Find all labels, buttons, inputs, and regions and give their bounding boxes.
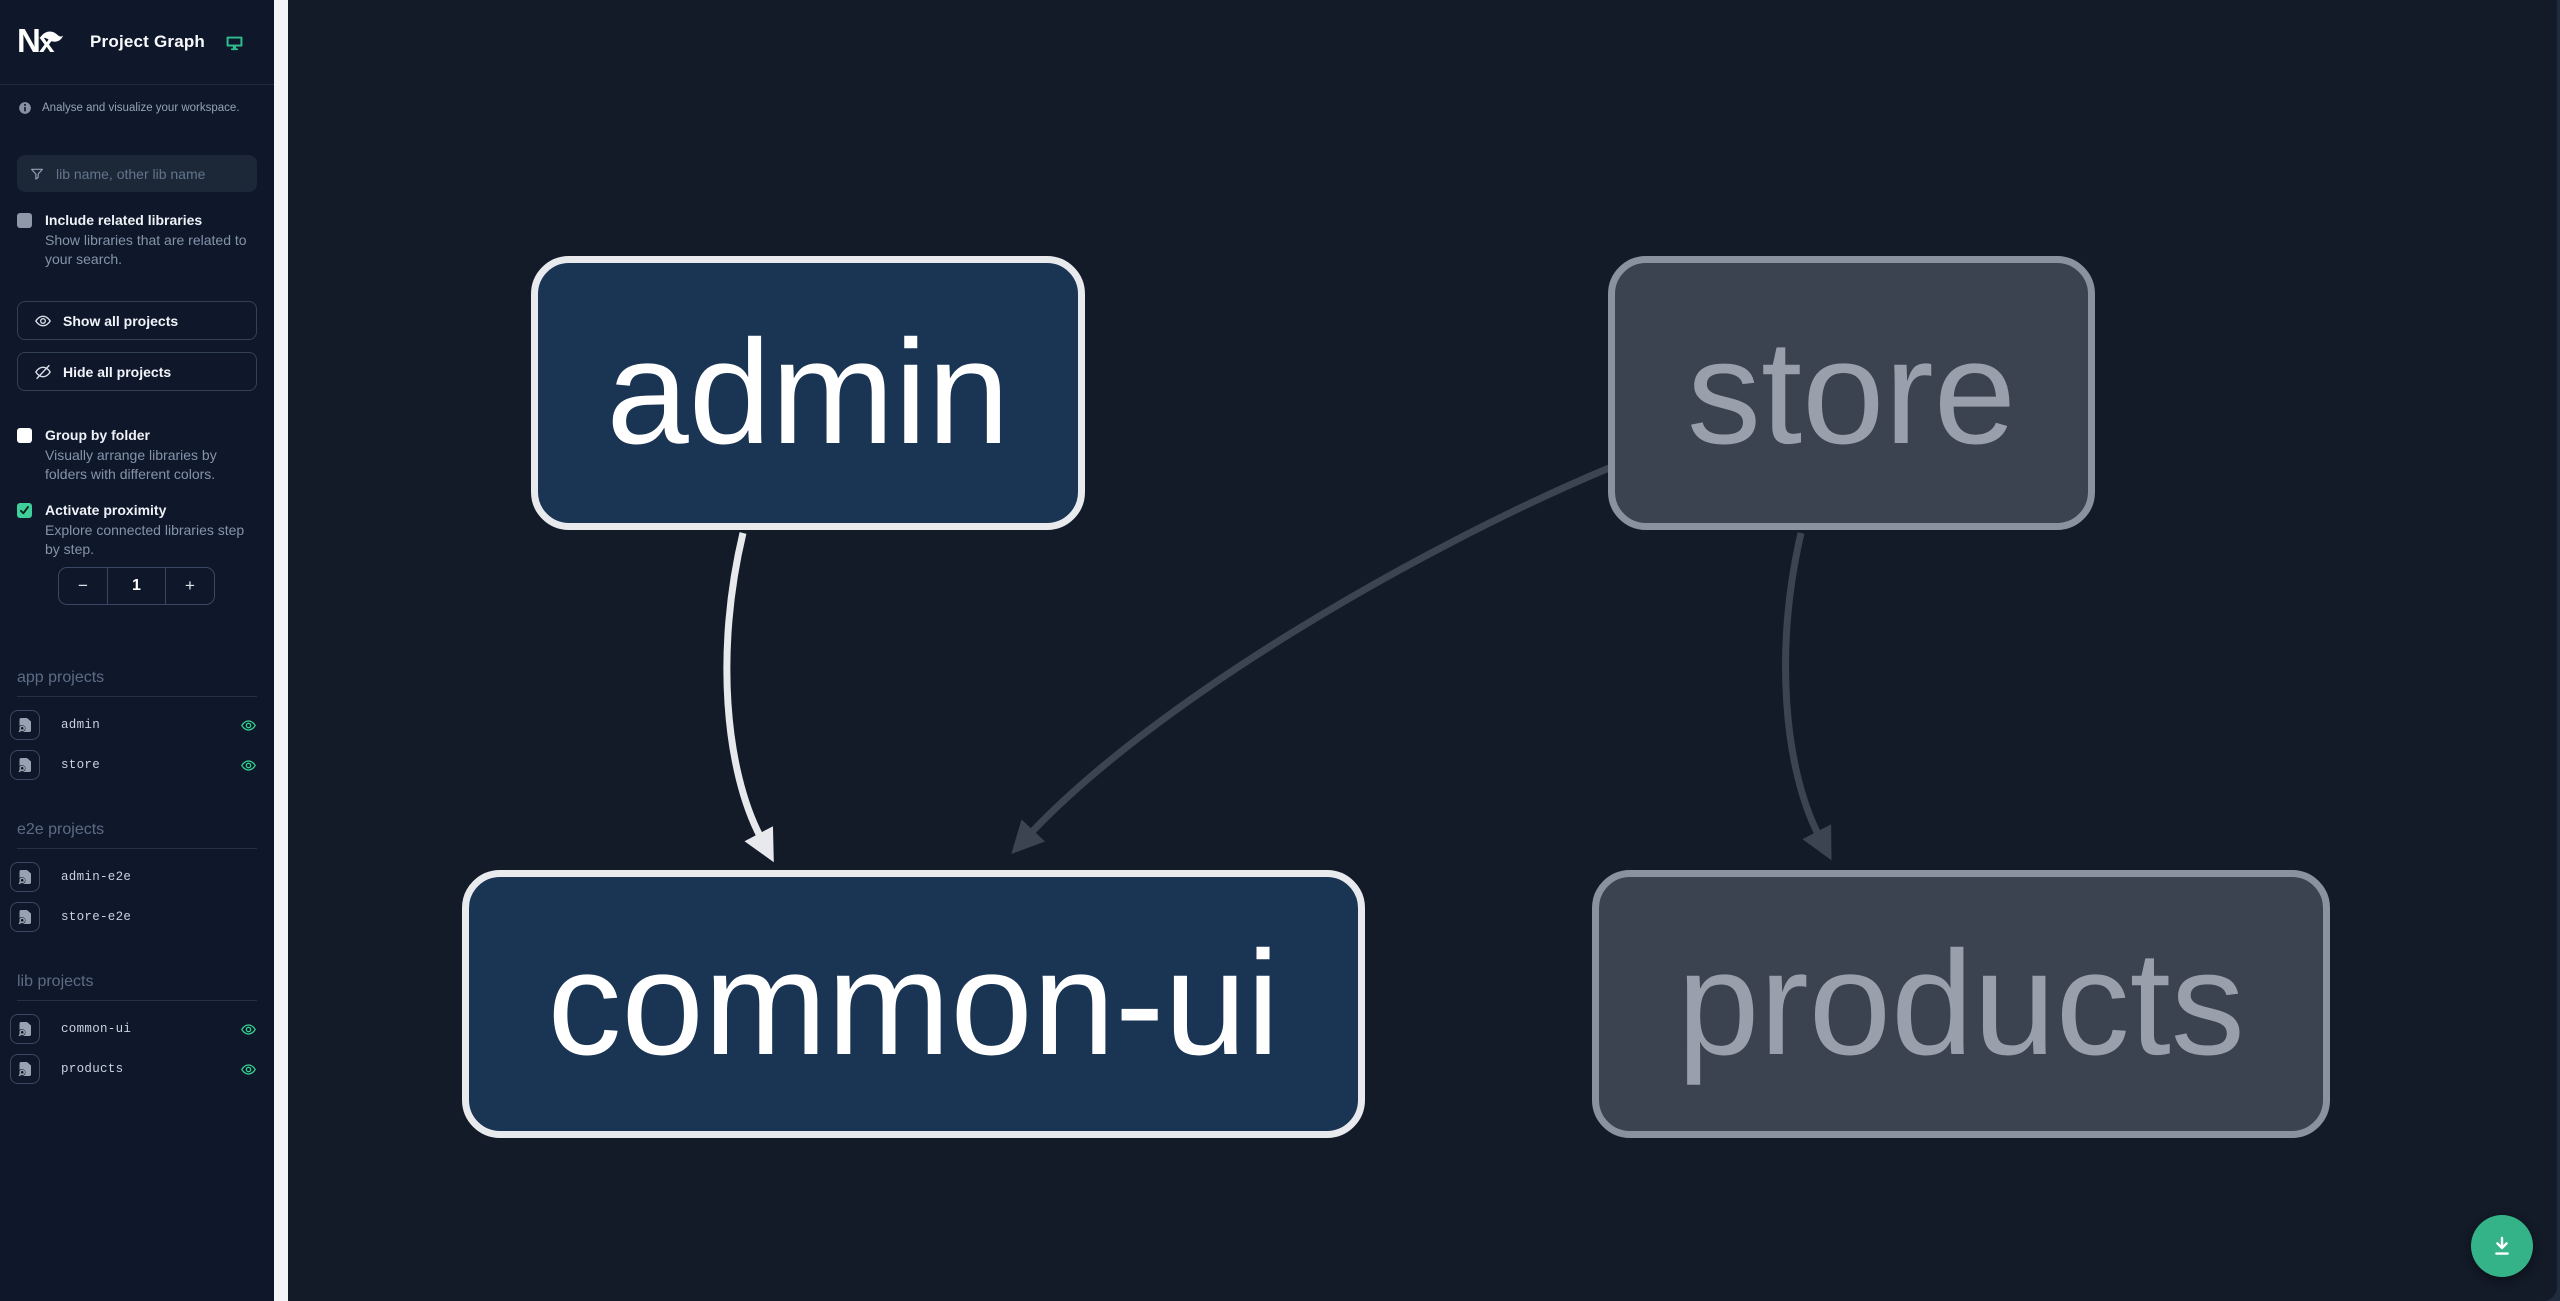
- graph-canvas[interactable]: admin store common-ui products: [288, 0, 2557, 1301]
- monitor-icon[interactable]: [225, 33, 244, 52]
- activate-proximity-checkbox[interactable]: [17, 502, 32, 518]
- proximity-increment-button[interactable]: +: [166, 568, 214, 604]
- focus-project-button[interactable]: [10, 902, 40, 932]
- section-e2e-projects: e2e projects admin-e2e: [10, 821, 257, 937]
- proximity-decrement-button[interactable]: −: [59, 568, 107, 604]
- focus-project-button[interactable]: [10, 1014, 40, 1044]
- focus-doc-icon: [18, 1022, 31, 1037]
- svg-text:x: x: [39, 27, 55, 58]
- edge-admin-common-ui: [723, 532, 774, 863]
- focus-doc-icon: [18, 910, 31, 925]
- focus-doc-icon: [18, 870, 31, 885]
- sidebar-header: N x Project Graph: [0, 0, 274, 85]
- graph-node-products[interactable]: products: [1592, 870, 2330, 1138]
- focus-project-button[interactable]: [10, 710, 40, 740]
- list-item-products: products: [10, 1049, 257, 1089]
- focus-project-button[interactable]: [10, 1054, 40, 1084]
- list-item-store-e2e: store-e2e: [10, 897, 257, 937]
- filter-icon: [31, 168, 43, 180]
- focus-doc-icon: [18, 718, 31, 733]
- list-item-admin-e2e: admin-e2e: [10, 857, 257, 897]
- proximity-value: 1: [107, 568, 166, 604]
- edges-layer: [723, 464, 1832, 863]
- graph-node-common-ui[interactable]: common-ui: [462, 870, 1365, 1138]
- toggle-visibility-eye-icon[interactable]: [240, 1021, 257, 1038]
- info-icon: [19, 102, 31, 114]
- proximity-stepper: − 1 +: [58, 567, 215, 605]
- group-by-folder-option: Group by folder Visually arrange librari…: [17, 427, 257, 484]
- eye-icon: [35, 315, 51, 326]
- toggle-visibility-eye-icon[interactable]: [240, 717, 257, 734]
- list-item-common-ui: common-ui: [10, 1009, 257, 1049]
- graph-node-admin[interactable]: admin: [531, 256, 1085, 530]
- include-related-option: Include related libraries Show libraries…: [17, 212, 257, 269]
- page-title: Project Graph: [90, 32, 206, 51]
- download-image-button[interactable]: [2471, 1215, 2533, 1277]
- sidebar-resize-handle[interactable]: [274, 0, 288, 1301]
- section-lib-projects: lib projects common-ui: [10, 973, 257, 1089]
- edge-store-products: [1782, 532, 1832, 861]
- sidebar: N x Project Graph Analyse and visualize …: [0, 0, 274, 1301]
- graph-node-store[interactable]: store: [1608, 256, 2095, 530]
- nx-logo: N x: [17, 26, 63, 58]
- search-input[interactable]: [56, 165, 245, 182]
- toggle-visibility-eye-icon[interactable]: [240, 757, 257, 774]
- focus-project-button[interactable]: [10, 862, 40, 892]
- include-related-checkbox[interactable]: [17, 212, 32, 228]
- list-item-store: store: [10, 745, 257, 785]
- list-item-admin: admin: [10, 705, 257, 745]
- group-by-folder-checkbox[interactable]: [17, 427, 32, 443]
- focus-project-button[interactable]: [10, 750, 40, 780]
- activate-proximity-option: Activate proximity Explore connected lib…: [17, 502, 257, 559]
- focus-doc-icon: [18, 758, 31, 773]
- search-box: [17, 155, 257, 192]
- workspace-tagline: Analyse and visualize your workspace.: [0, 97, 274, 119]
- show-all-projects-button[interactable]: Show all projects: [17, 301, 257, 340]
- edge-store-common-ui: [1011, 464, 1611, 854]
- download-icon: [2495, 1236, 2509, 1255]
- eye-off-icon: [35, 364, 51, 379]
- check-icon: [20, 505, 29, 514]
- toggle-visibility-eye-icon[interactable]: [240, 1061, 257, 1078]
- focus-doc-icon: [18, 1062, 31, 1077]
- section-app-projects: app projects admin: [10, 669, 257, 785]
- hide-all-projects-button[interactable]: Hide all projects: [17, 352, 257, 391]
- svg-text:N: N: [17, 26, 39, 58]
